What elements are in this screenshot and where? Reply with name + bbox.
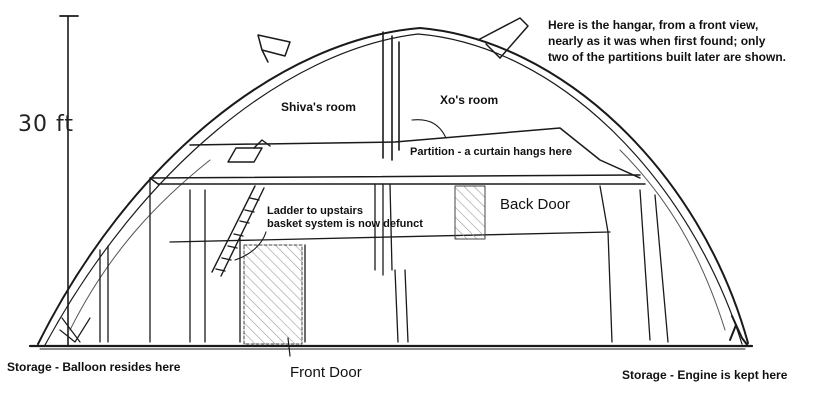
upper-floor: [149, 127, 646, 185]
ground-line: [28, 344, 754, 350]
height-indicator: [59, 15, 79, 346]
caption-line-3: two of the partitions built later are sh…: [548, 50, 787, 64]
front-door-label: Front Door: [290, 364, 362, 381]
storage-right: [729, 315, 749, 347]
caption-line-2: nearly as it was when first found; only: [548, 34, 766, 48]
storage-left: [59, 317, 91, 343]
xo-room-label: Xo's room: [440, 93, 499, 107]
back-door: [454, 185, 486, 240]
front-door: [243, 244, 303, 357]
caption: Here is the hangar, from a front view, n…: [548, 17, 810, 65]
lower-walls: [99, 179, 669, 343]
storage-right-label: Storage - Engine is kept here: [622, 368, 788, 382]
roof-vents: [257, 17, 529, 63]
partition-label: Partition - a curtain hangs here: [410, 146, 572, 158]
ladder-label-line-2: basket system is now defunct: [267, 218, 423, 230]
partition-post: [382, 31, 400, 161]
shiva-room-label: Shiva's room: [281, 100, 356, 114]
ladder: [211, 185, 265, 277]
dome-outline: [37, 27, 749, 346]
storage-left-label: Storage - Balloon resides here: [7, 360, 181, 374]
caption-line-1: Here is the hangar, from a front view,: [548, 18, 759, 32]
height-label: 30 ft: [18, 112, 74, 137]
trapdoor: [227, 139, 271, 163]
ladder-label-line-1: Ladder to upstairs: [267, 205, 363, 217]
back-door-label: Back Door: [500, 196, 571, 213]
pointer-lines: [234, 119, 447, 261]
